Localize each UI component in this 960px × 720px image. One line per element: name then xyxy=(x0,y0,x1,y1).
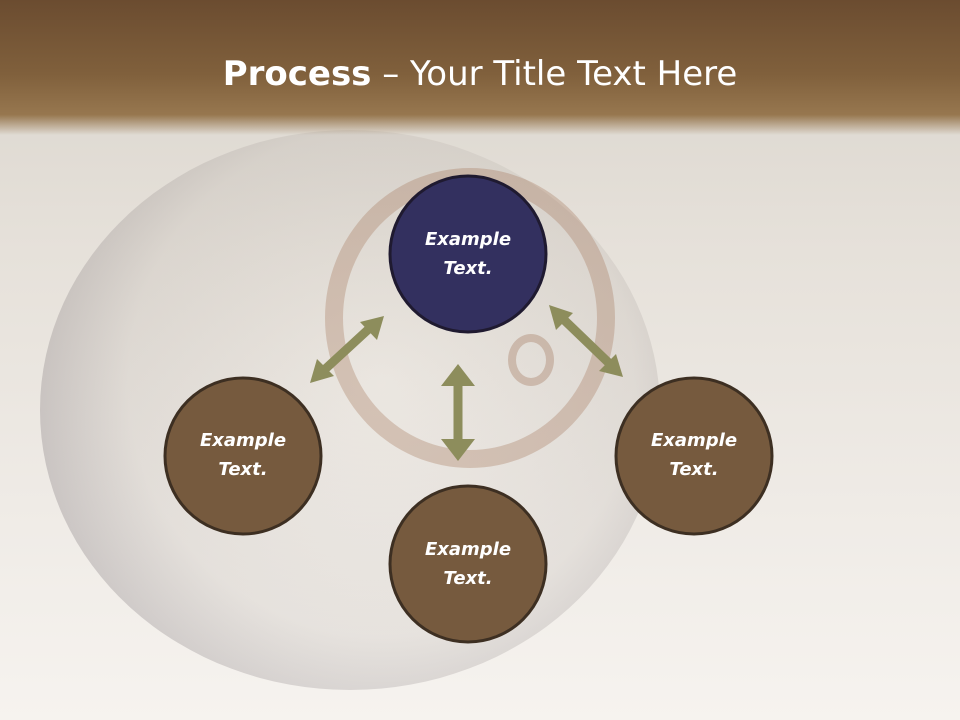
slide-title: Process – Your Title Text Here xyxy=(0,52,960,96)
node-right xyxy=(614,376,774,536)
arrow-top-left xyxy=(310,316,384,383)
arrow-top-bottom xyxy=(441,364,475,461)
arrow-top-right xyxy=(549,305,623,377)
title-band xyxy=(0,0,960,135)
node-bottom xyxy=(388,484,548,644)
node-top xyxy=(388,174,548,334)
slide-title-bold: Process xyxy=(222,54,372,94)
node-bottom-label: Example Text. xyxy=(424,539,512,589)
node-right-label: Example Text. xyxy=(650,430,738,480)
background-ball-eye xyxy=(508,334,554,386)
node-left xyxy=(163,376,323,536)
node-top-label: Example Text. xyxy=(424,229,512,279)
slide-title-rest: – Your Title Text Here xyxy=(371,54,738,94)
node-left-label: Example Text. xyxy=(199,430,287,480)
